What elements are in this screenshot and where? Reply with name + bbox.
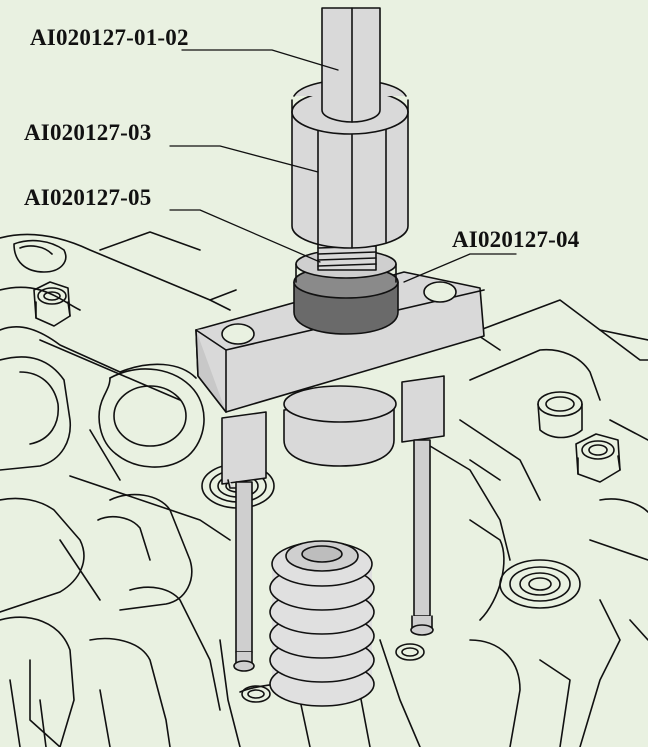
pin-leg-left — [221, 411, 267, 672]
leader-01-02 — [181, 49, 339, 71]
valve-seat-bottom-right — [395, 643, 425, 661]
callout-label-ai020127-04: AI020127-04 — [452, 227, 580, 252]
crossbar-plate — [195, 271, 485, 413]
leader-03 — [169, 145, 319, 173]
top-rod — [321, 7, 381, 123]
bolt-head-right — [575, 433, 621, 483]
lower-adapter — [283, 385, 397, 467]
pin-leg-right — [401, 375, 445, 636]
callout-label-ai020127-01-02: AI020127-01-02 — [30, 25, 189, 50]
callout-label-ai020127-05: AI020127-05 — [24, 185, 152, 210]
leader-04 — [403, 253, 517, 283]
cylinder-head-drawing — [0, 231, 648, 747]
camshaft-lobe-left — [98, 368, 205, 468]
callout-label-ai020127-03: AI020127-03 — [24, 120, 152, 145]
valve-seat-right — [499, 559, 581, 609]
camshaft-cap-right — [537, 391, 583, 439]
leader-05 — [169, 209, 321, 263]
valve-seat-bottom-left — [241, 685, 271, 703]
callout-leaders — [169, 49, 517, 283]
valve-spring — [269, 540, 375, 707]
compressor-tool — [195, 7, 485, 672]
bolt-head-left — [33, 281, 71, 327]
